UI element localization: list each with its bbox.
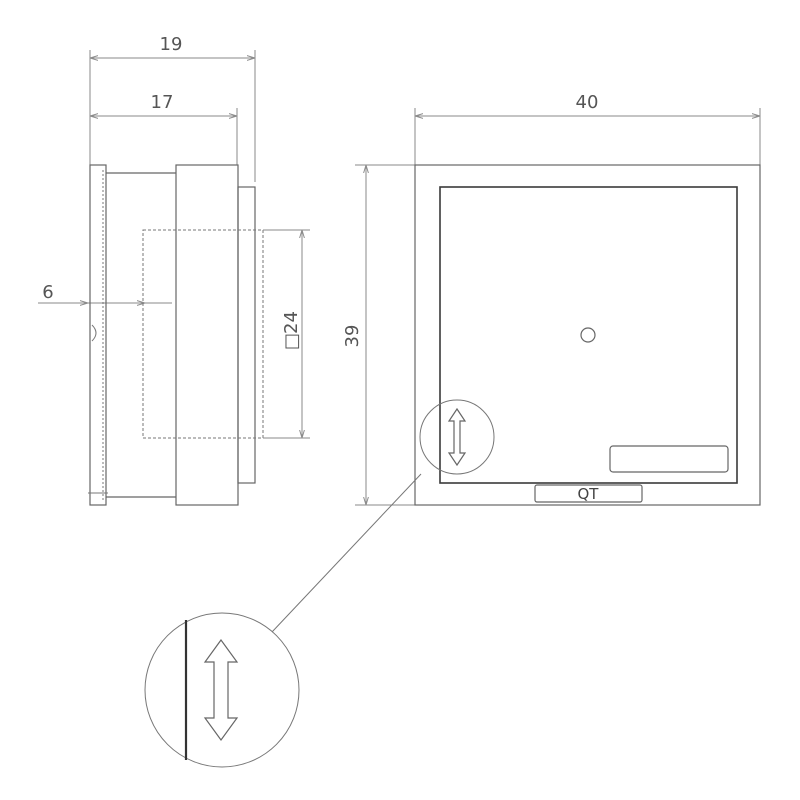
detail-leader-line [271, 473, 422, 633]
width-label: 40 [576, 92, 599, 113]
qt-tag [534, 484, 643, 503]
detail-enlarged-circle [144, 612, 300, 768]
hidden-mounting-square [142, 229, 264, 439]
body-depth-label: 17 [151, 92, 174, 113]
detail-view [144, 612, 300, 768]
front-view: 40 39 QT [271, 92, 761, 633]
side-view: 19 17 6 [38, 34, 310, 506]
mounting-square-label: 24 [281, 311, 302, 334]
outer-frame [414, 164, 761, 506]
dimension-height: 39 [342, 164, 415, 506]
double-arrow-vertical-enlarged-icon [203, 638, 239, 742]
plate-notch [91, 324, 97, 342]
overall-depth-label: 19 [160, 34, 183, 55]
wall-offset-label: 6 [42, 282, 53, 303]
height-label: 39 [342, 325, 363, 348]
inner-panel [439, 186, 738, 484]
dimension-mounting-square: □ 24 [263, 229, 310, 439]
qt-tag-label: QT [578, 485, 600, 503]
dimension-width: 40 [414, 92, 761, 165]
dimension-overall-depth: 19 [89, 34, 256, 182]
label-window [609, 445, 729, 473]
dimension-wall-offset: 6 [38, 282, 172, 303]
center-circle-icon [580, 327, 596, 343]
front-plate [89, 164, 107, 506]
rear-cap [237, 186, 256, 484]
dimension-body-depth: 17 [90, 92, 238, 165]
double-arrow-vertical-icon [447, 407, 467, 467]
detail-circle [419, 399, 495, 475]
square-symbol: □ [281, 333, 302, 350]
rear-housing [175, 164, 239, 506]
